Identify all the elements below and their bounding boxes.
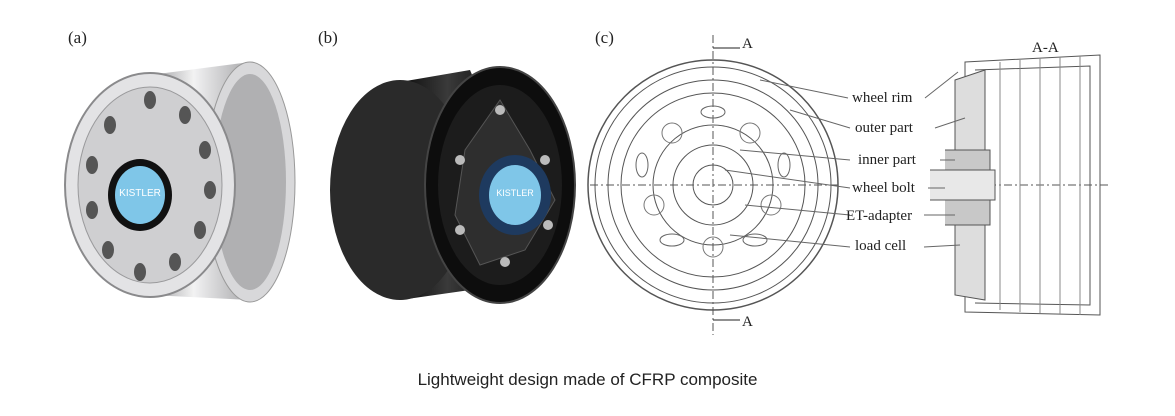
section-marker-top: A xyxy=(742,36,753,52)
callout-wheel-rim: wheel rim xyxy=(852,90,913,106)
panel-c-label: (c) xyxy=(595,28,614,47)
panel-b-logo: KISTLER xyxy=(496,188,534,198)
panel-a-logo: KISTLER xyxy=(119,188,161,199)
panel-a-label: (a) xyxy=(68,28,87,47)
aluminium-wheel-photo: KISTLER xyxy=(64,61,296,303)
panel-b-label: (b) xyxy=(318,28,338,47)
section-marker-bottom: A xyxy=(742,314,753,330)
section-title: A-A xyxy=(1032,40,1059,56)
figure-caption: Lightweight design made of CFRP composit… xyxy=(417,370,758,389)
callout-outer-part: outer part xyxy=(855,120,913,136)
callout-inner-part: inner part xyxy=(858,152,916,168)
carbon-wheel-photo: KISTLER xyxy=(330,66,576,304)
callout-et-adapter: ET-adapter xyxy=(846,208,913,224)
front-view-drawing xyxy=(587,35,851,335)
callout-wheel-bolt: wheel bolt xyxy=(852,180,915,196)
section-view-drawing xyxy=(923,54,1110,316)
callout-load-cell: load cell xyxy=(855,238,907,254)
